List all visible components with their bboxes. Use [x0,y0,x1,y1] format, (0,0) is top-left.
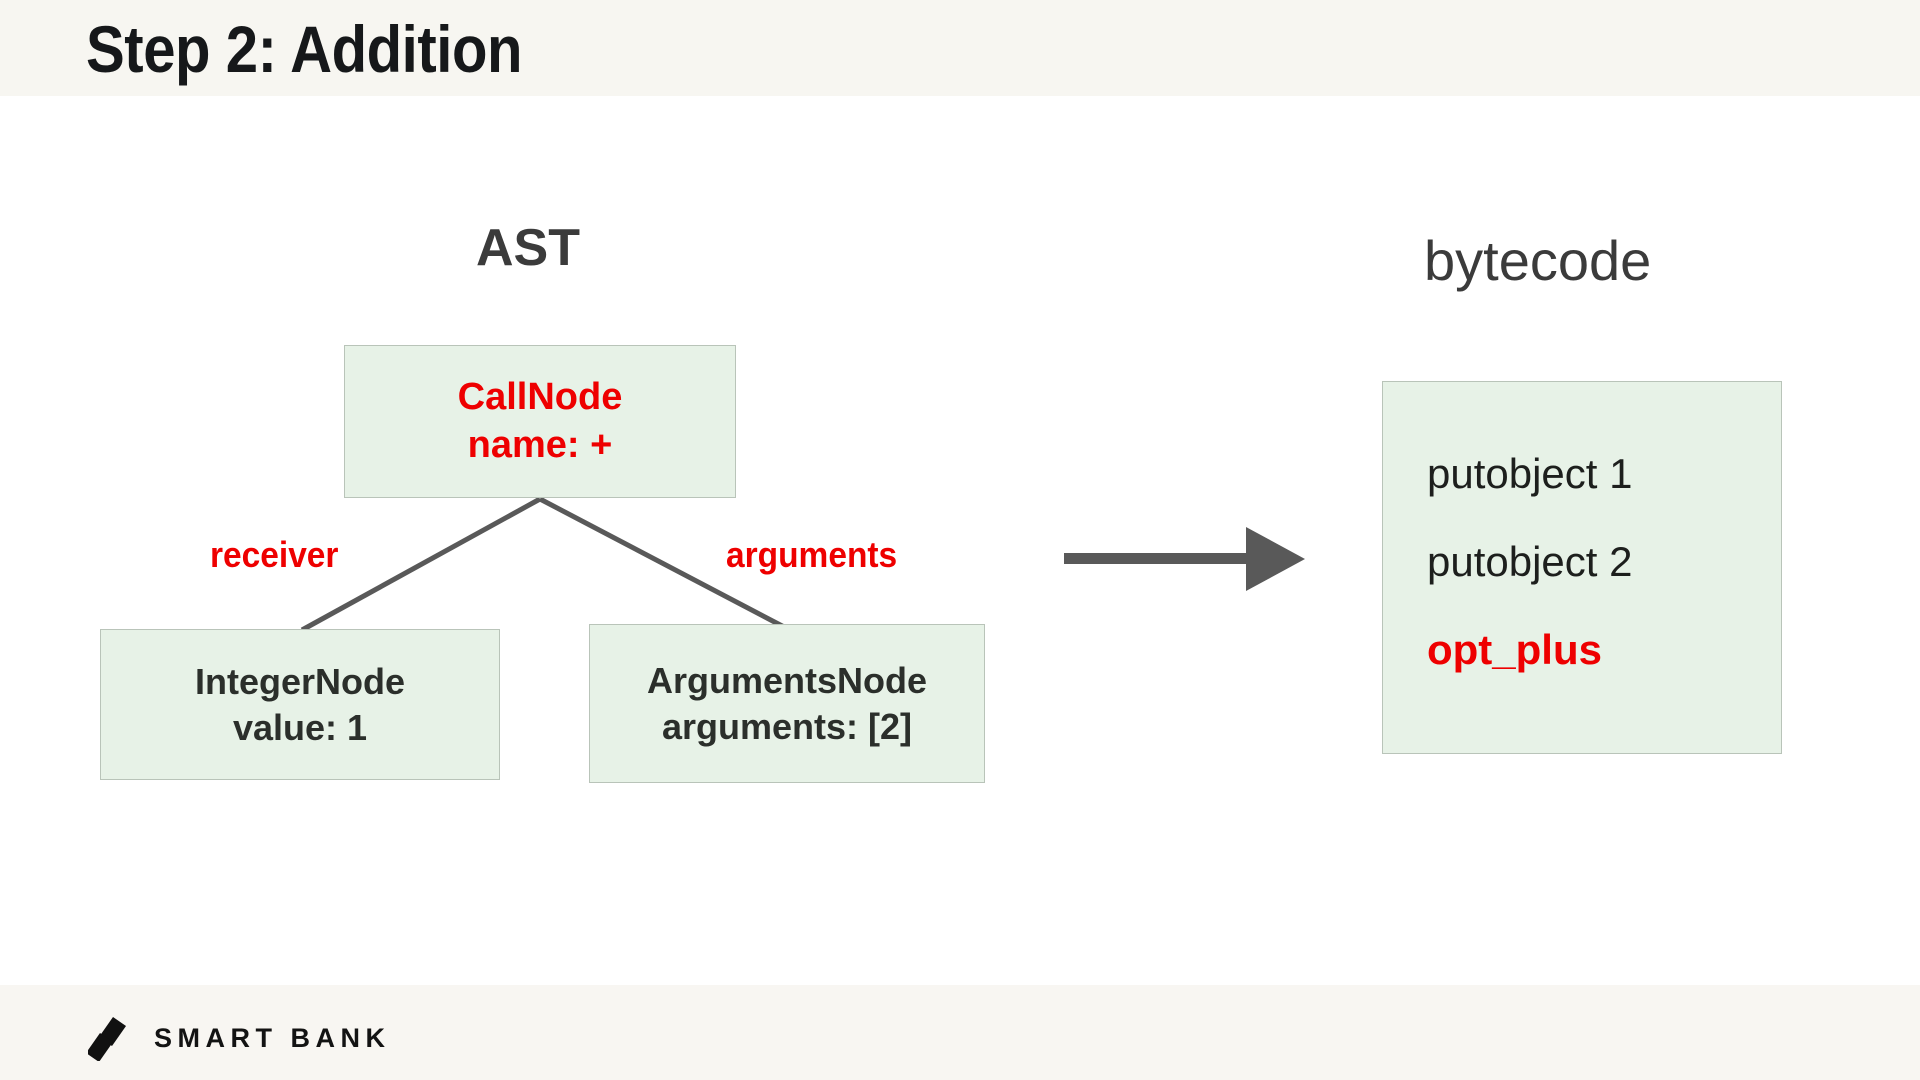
ast-node-integer[interactable]: IntegerNode value: 1 [100,629,500,780]
ast-node-arguments-detail: arguments: [2] [661,705,913,747]
ast-node-arguments-title: ArgumentsNode [646,660,928,702]
ast-node-call-title: CallNode [457,375,623,418]
edge-label-receiver: receiver [210,534,339,575]
edge-label-arguments: arguments [726,534,898,575]
right-arrow-icon [1064,527,1305,591]
bytecode-instruction: opt_plus [1427,626,1602,673]
smart-bank-logo-icon [88,1017,126,1061]
ast-node-arguments[interactable]: ArgumentsNode arguments: [2] [589,624,985,783]
ast-node-call[interactable]: CallNode name: + [344,345,736,498]
ast-heading: AST [476,219,580,277]
bytecode-instruction: putobject 2 [1427,538,1633,585]
bytecode-panel[interactable]: putobject 1 putobject 2 opt_plus [1382,381,1782,754]
ast-node-call-detail: name: + [467,423,613,466]
ast-node-integer-title: IntegerNode [194,661,406,703]
bytecode-instruction: putobject 1 [1427,450,1633,497]
bytecode-heading: bytecode [1424,229,1652,292]
page-title: Step 2: Addition [86,12,523,86]
brand-wordmark: SMART BANK [154,1022,391,1053]
footer-band [0,985,1920,1080]
header-band [0,0,1920,96]
ast-node-integer-detail: value: 1 [232,706,368,748]
brand-logo: SMART BANK [88,1015,391,1061]
